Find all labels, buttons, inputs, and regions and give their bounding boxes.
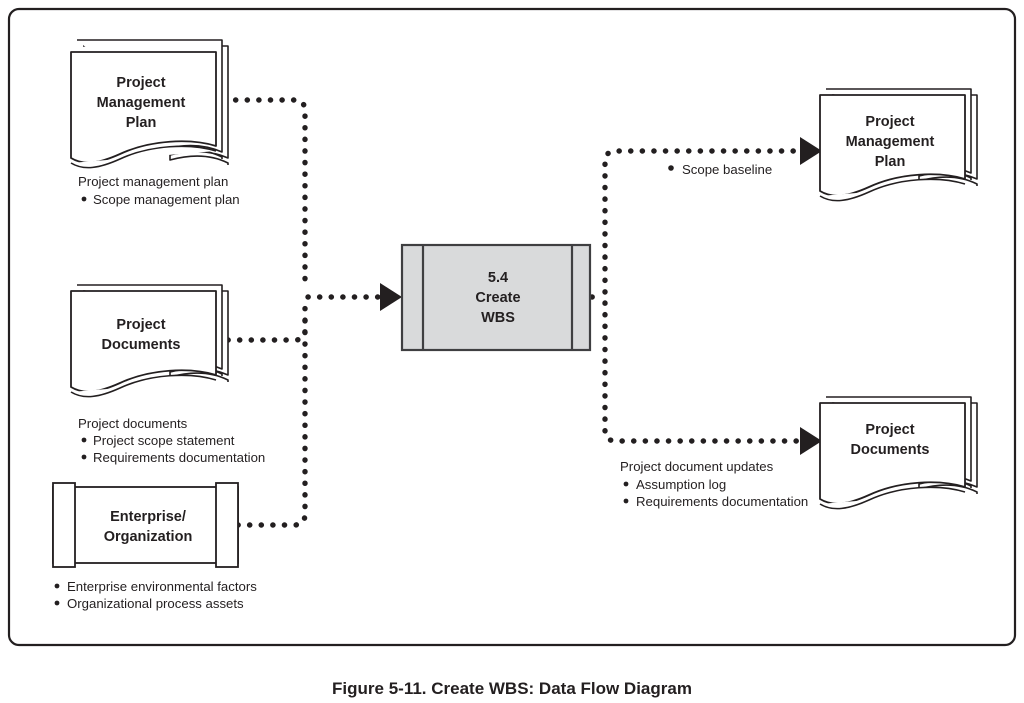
annotation-project-documents-output: Project document updates Assumption log … [620,459,808,509]
annotation-item: Requirements documentation [93,450,265,465]
node-project-management-plan[interactable]: Project Management Plan [70,39,229,169]
process-name-line: WBS [481,310,515,326]
node-title-line: Project [116,317,165,333]
flow-pm-plan-to-trunk [221,97,308,290]
node-title-line: Documents [102,337,181,353]
annotation-item: Assumption log [636,477,726,492]
process-number: 5.4 [488,270,508,286]
bullet-dot-icon [81,196,87,202]
flow-output-to-project-documents [602,300,803,444]
bullet-dot-icon [81,437,87,443]
annotation-heading: Project documents [78,416,188,431]
annotation-project-management-plan: Project management plan Scope management… [78,174,240,207]
document-stack-fold-line [70,145,217,169]
node-title-line: Management [846,134,935,150]
node-title-line: Project [865,422,914,438]
bullet-dot-icon [81,454,87,460]
process-box [400,243,592,352]
flow-project-documents-to-trunk [225,305,308,343]
annotation-project-documents: Project documents Project scope statemen… [78,416,265,465]
node-title-line: Project [865,114,914,130]
annotation-item: Scope management plan [93,192,240,207]
data-store-right-bar [215,482,239,568]
node-title-line: Plan [875,154,906,170]
node-title-line: Enterprise/ [110,509,186,525]
annotation-item: Scope baseline [682,162,772,177]
node-enterprise-organization[interactable]: Enterprise/ Organization [52,482,239,568]
figure-caption: Figure 5-11. Create WBS: Data Flow Diagr… [332,679,692,698]
data-store-body [52,486,239,564]
flow-lines-input [221,97,381,528]
annotation-heading: Project management plan [78,174,228,189]
bullet-dot-icon [54,583,60,589]
node-title-line: Organization [104,529,193,545]
node-project-documents-output[interactable]: Project Documents [819,396,978,510]
annotation-item: Project scope statement [93,433,235,448]
annotation-item: Organizational process assets [67,596,244,611]
arrowhead-into-pm-plan-output [800,137,822,165]
bullet-dot-icon [623,481,629,487]
bullet-dot-icon [54,600,60,606]
document-stack-fold-line [819,486,966,510]
flow-lines-output [589,148,803,444]
node-title-line: Project [116,75,165,91]
node-project-documents[interactable]: Project Documents [70,284,229,398]
annotation-heading: Project document updates [620,459,774,474]
node-title-line: Plan [126,115,157,131]
bullet-dot-icon [668,165,674,171]
arrowhead-into-process [380,283,402,311]
annotation-enterprise-organization: Enterprise environmental factors Organiz… [54,579,257,611]
arrowhead-into-project-documents-output [800,427,822,455]
flow-output-to-pm-plan [602,148,803,295]
figure-border [7,7,1017,647]
document-stack-fold-line [819,178,966,202]
process-name-line: Create [475,290,520,306]
document-stack-fold-line [70,374,217,398]
annotation-item: Enterprise environmental factors [67,579,257,594]
process-create-wbs[interactable]: 5.4 Create WBS [400,243,592,352]
flow-enterprise-to-trunk [235,307,308,528]
data-store-left-bar [52,482,76,568]
node-project-management-plan-output[interactable]: Project Management Plan [819,88,978,202]
annotation-item: Requirements documentation [636,494,808,509]
bullet-dot-icon [623,498,629,504]
node-title-line: Management [97,95,186,111]
node-title-line: Documents [851,442,930,458]
annotation-project-management-plan-output: Scope baseline [668,162,772,177]
